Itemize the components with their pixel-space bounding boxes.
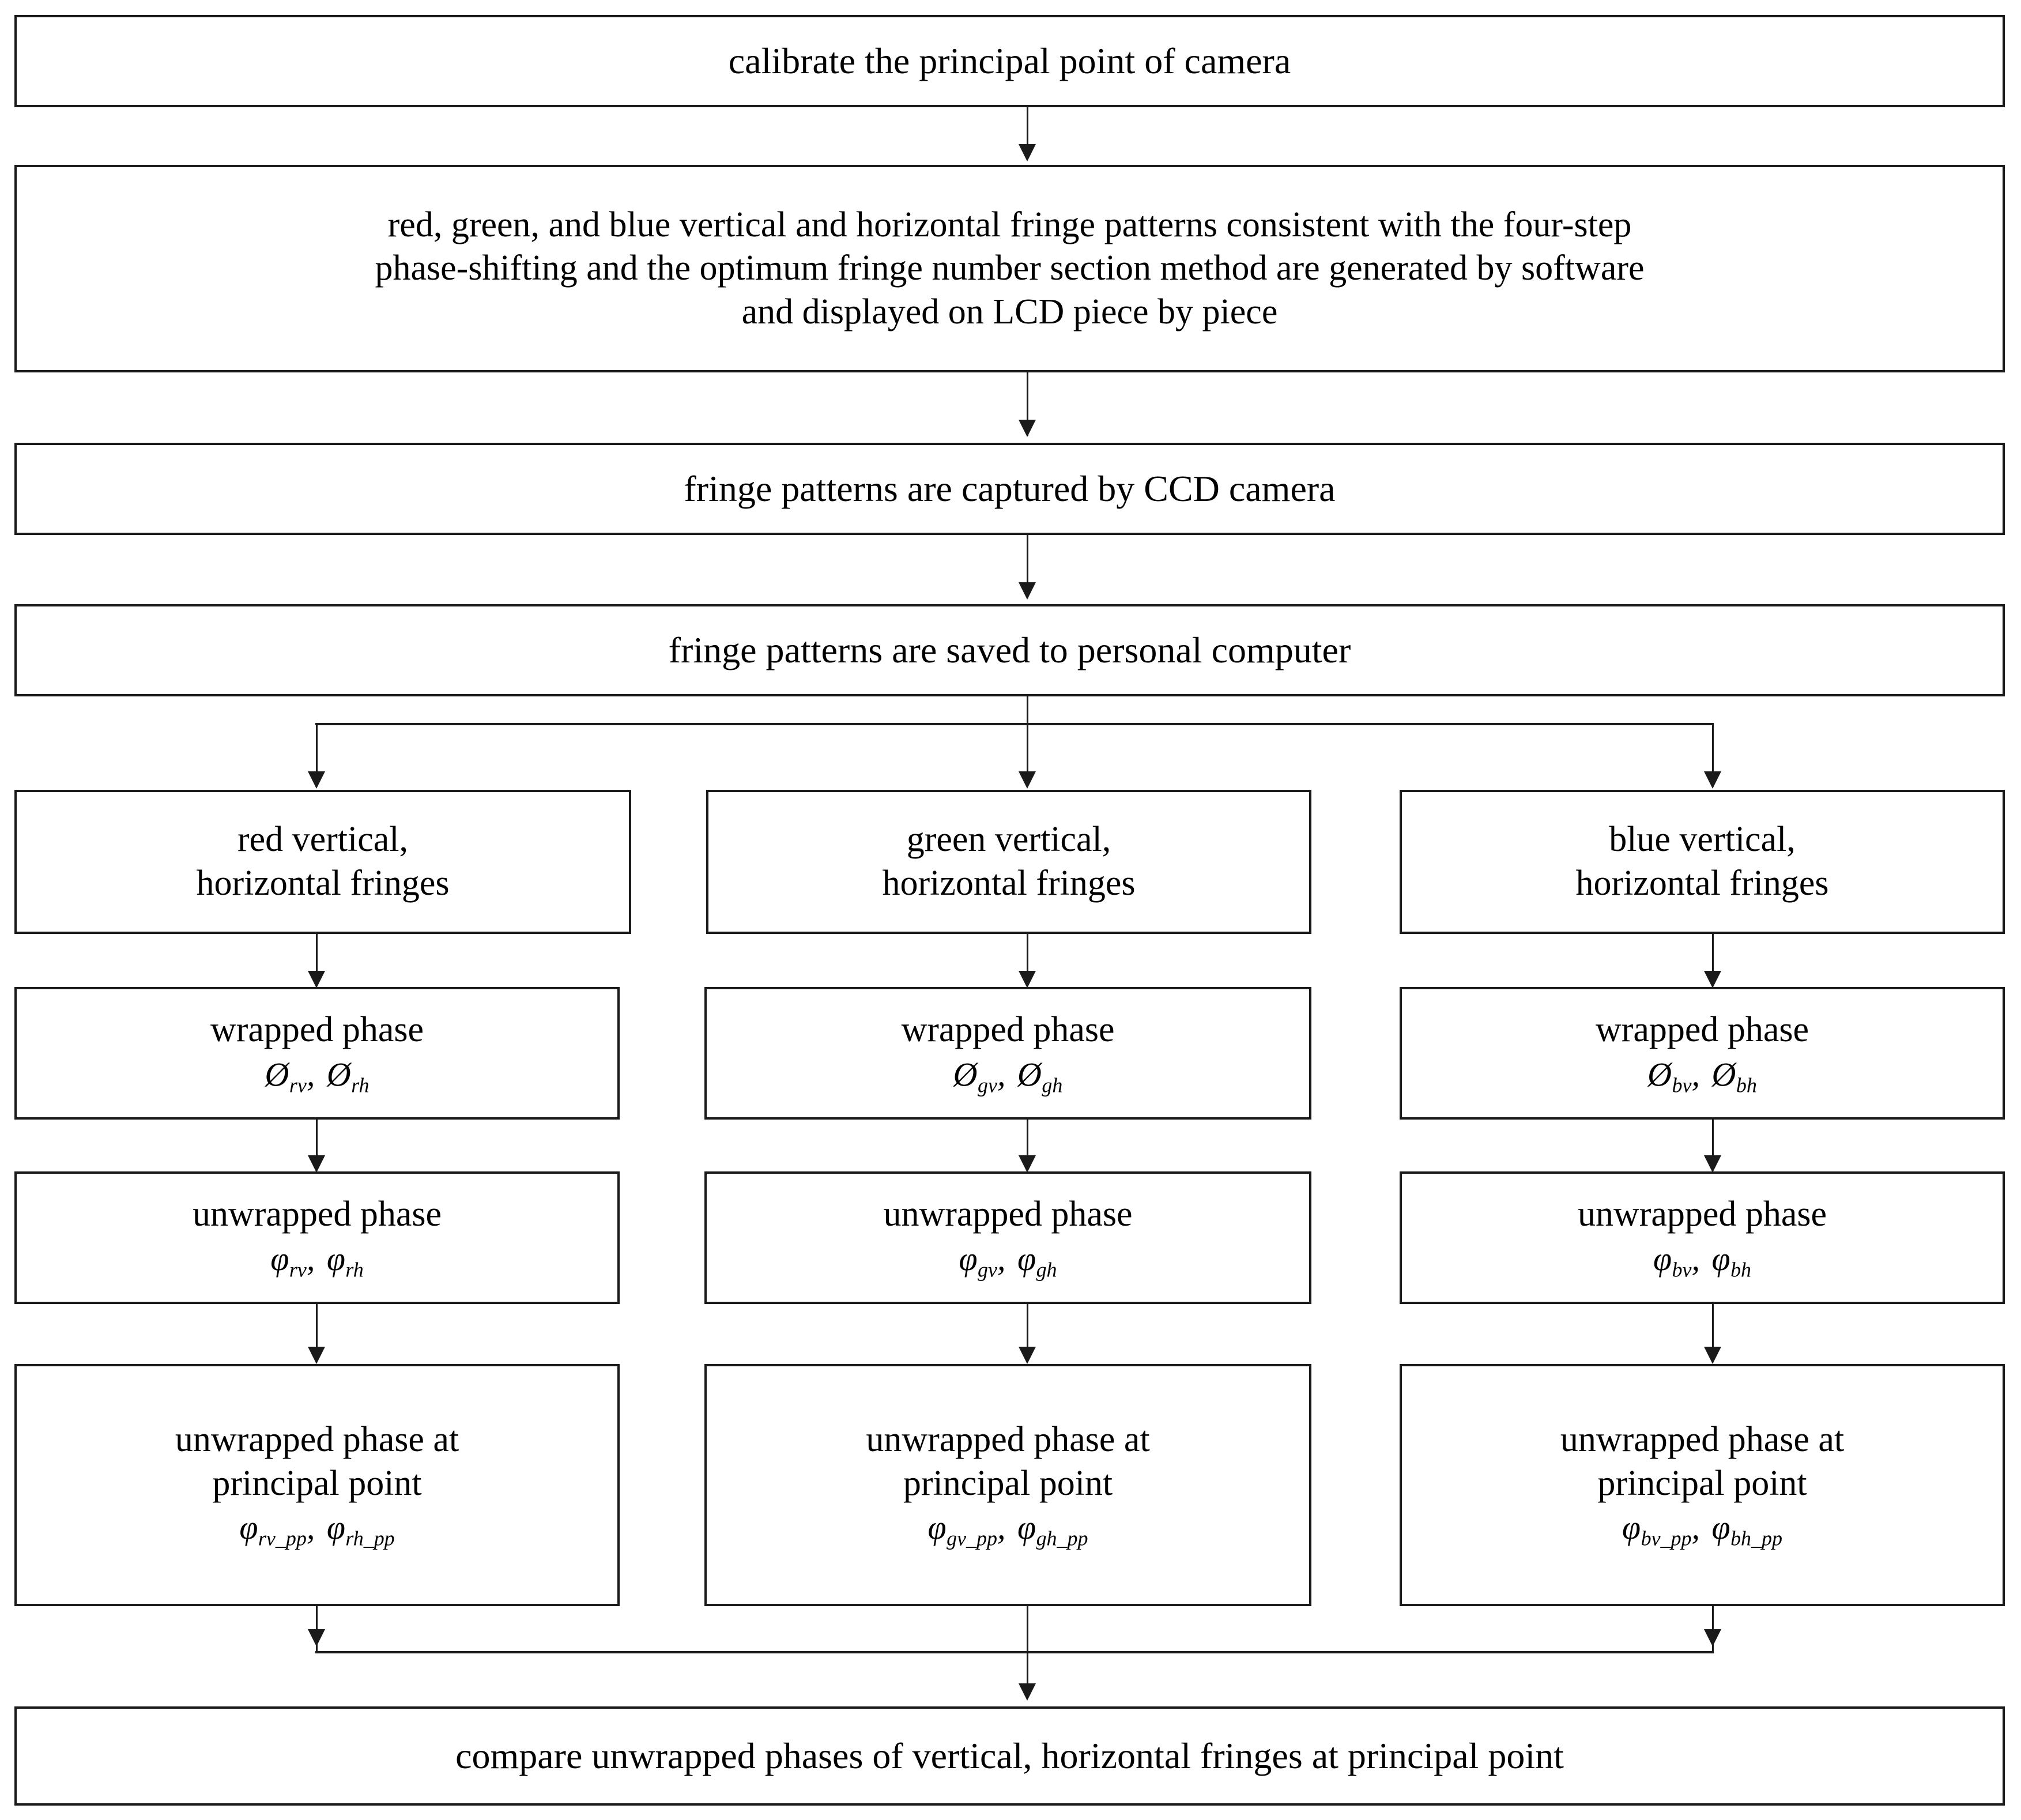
arrowhead-calibrate-to-generate [1019, 144, 1036, 161]
node-red-unwrapped-phase-symbols: φrv,φrh [270, 1239, 364, 1282]
arrowhead-bus-to-red-fringes [308, 771, 325, 789]
connector-capture-to-save [1027, 535, 1028, 598]
node-calibrate-text: calibrate the principal point of camera [728, 40, 1291, 81]
node-blue-fringes-line1: blue vertical, [1609, 820, 1796, 860]
node-green-fringes: green vertical, horizontal fringes [706, 790, 1311, 934]
node-red-fringes-line2: horizontal fringes [196, 864, 450, 903]
connector-blue-wrapped-to-unwrapped [1712, 1120, 1714, 1170]
connector-blue-unwrapped-to-pp [1712, 1304, 1714, 1362]
connector-blue-fringes-to-wrapped [1712, 934, 1714, 986]
node-blue-wrapped-phase-symbols: Øbv,Øbh [1647, 1055, 1757, 1097]
arrowhead-red-fringes-to-wrapped [308, 971, 325, 988]
node-red-unwrapped-phase-pp-line2: principal point [212, 1463, 422, 1503]
connector-calibrate-to-generate [1027, 107, 1028, 159]
node-compare-phases: compare unwrapped phases of vertical, ho… [14, 1706, 2005, 1806]
node-generate-patterns-line2: phase-shifting and the optimum fringe nu… [375, 248, 1645, 288]
node-red-unwrapped-phase-pp: unwrapped phase at principal point φrv_p… [14, 1364, 620, 1606]
arrowhead-bus-to-green-fringes [1019, 771, 1036, 789]
node-red-wrapped-phase-symbols: Ørv,Ørh [265, 1055, 369, 1097]
node-calibrate: calibrate the principal point of camera [14, 15, 2005, 107]
node-save-to-pc: fringe patterns are saved to personal co… [14, 604, 2005, 696]
arrowhead-capture-to-save [1019, 582, 1036, 600]
node-green-wrapped-phase: wrapped phase Øgv,Øgh [704, 987, 1311, 1120]
arrowhead-blue-pp-to-merge [1704, 1629, 1721, 1646]
node-green-fringes-line2: horizontal fringes [882, 864, 1136, 903]
connector-bus-to-blue-fringes [1712, 723, 1714, 786]
node-red-unwrapped-phase-pp-line1: unwrapped phase at [175, 1420, 459, 1460]
node-generate-patterns-line3: and displayed on LCD piece by piece [741, 292, 1278, 331]
connector-red-wrapped-to-unwrapped [316, 1120, 318, 1170]
connector-red-fringes-to-wrapped [316, 934, 318, 986]
arrowhead-green-unwrapped-to-pp [1019, 1347, 1036, 1364]
node-green-unwrapped-phase-pp-symbols: φgv_pp,φgh_pp [927, 1509, 1088, 1550]
connector-green-pp-to-compare [1027, 1606, 1028, 1698]
node-green-wrapped-phase-symbols: Øgv,Øgh [953, 1055, 1063, 1097]
arrowhead-generate-to-capture [1019, 420, 1036, 437]
node-blue-unwrapped-phase-label: unwrapped phase [1577, 1195, 1827, 1234]
node-red-wrapped-phase-label: wrapped phase [210, 1010, 424, 1049]
node-save-to-pc-text: fringe patterns are saved to personal co… [668, 629, 1351, 670]
node-green-unwrapped-phase-symbols: φgv,φgh [959, 1239, 1057, 1282]
node-blue-unwrapped-phase-symbols: φbv,φbh [1653, 1239, 1752, 1282]
node-blue-unwrapped-phase-pp-symbols: φbv_pp,φbh_pp [1622, 1509, 1782, 1550]
node-generate-patterns-line1: red, green, and blue vertical and horizo… [387, 205, 1632, 244]
node-red-wrapped-phase: wrapped phase Ørv,Ørh [14, 987, 620, 1120]
node-red-unwrapped-phase-pp-symbols: φrv_pp,φrh_pp [239, 1509, 395, 1550]
connector-green-wrapped-to-unwrapped [1027, 1120, 1028, 1170]
arrowhead-red-wrapped-to-unwrapped [308, 1155, 325, 1173]
arrowhead-red-pp-to-merge [308, 1629, 325, 1646]
node-capture-ccd: fringe patterns are captured by CCD came… [14, 443, 2005, 535]
arrowhead-red-unwrapped-to-pp [308, 1347, 325, 1364]
arrowhead-green-wrapped-to-unwrapped [1019, 1155, 1036, 1173]
connector-generate-to-capture [1027, 372, 1028, 436]
node-red-unwrapped-phase: unwrapped phase φrv,φrh [14, 1171, 620, 1304]
node-blue-fringes: blue vertical, horizontal fringes [1400, 790, 2005, 934]
node-blue-unwrapped-phase-pp-line2: principal point [1597, 1463, 1807, 1503]
node-generate-patterns: red, green, and blue vertical and horizo… [14, 165, 2005, 372]
arrowhead-blue-fringes-to-wrapped [1704, 971, 1721, 988]
node-blue-unwrapped-phase-pp: unwrapped phase at principal point φbv_p… [1400, 1364, 2005, 1606]
fanout-bus-horizontal [315, 723, 1714, 725]
node-compare-phases-text: compare unwrapped phases of vertical, ho… [455, 1735, 1564, 1776]
node-capture-ccd-text: fringe patterns are captured by CCD came… [684, 468, 1336, 509]
node-blue-wrapped-phase: wrapped phase Øbv,Øbh [1400, 987, 2005, 1120]
arrowhead-bus-to-blue-fringes [1704, 771, 1721, 789]
connector-bus-to-green-fringes [1027, 723, 1028, 786]
node-blue-fringes-line2: horizontal fringes [1575, 864, 1829, 903]
node-red-fringes: red vertical, horizontal fringes [14, 790, 631, 934]
node-red-fringes-line1: red vertical, [237, 820, 409, 860]
arrowhead-green-fringes-to-wrapped [1019, 971, 1036, 988]
node-blue-wrapped-phase-label: wrapped phase [1595, 1010, 1809, 1049]
arrowhead-blue-wrapped-to-unwrapped [1704, 1155, 1721, 1173]
node-green-unwrapped-phase-label: unwrapped phase [883, 1195, 1133, 1234]
node-green-unwrapped-phase-pp-line2: principal point [903, 1463, 1113, 1503]
arrowhead-merge-to-compare [1019, 1683, 1036, 1701]
connector-red-unwrapped-to-pp [316, 1304, 318, 1362]
connector-green-fringes-to-wrapped [1027, 934, 1028, 986]
node-green-unwrapped-phase: unwrapped phase φgv,φgh [704, 1171, 1311, 1304]
arrowhead-blue-unwrapped-to-pp [1704, 1347, 1721, 1364]
node-green-unwrapped-phase-pp-line1: unwrapped phase at [866, 1420, 1150, 1460]
node-green-wrapped-phase-label: wrapped phase [901, 1010, 1115, 1049]
connector-green-unwrapped-to-pp [1027, 1304, 1028, 1362]
connector-save-to-bus [1027, 696, 1028, 725]
node-blue-unwrapped-phase: unwrapped phase φbv,φbh [1400, 1171, 2005, 1304]
fanin-bus-horizontal [315, 1651, 1714, 1653]
node-red-unwrapped-phase-label: unwrapped phase [192, 1195, 442, 1234]
node-green-fringes-line1: green vertical, [906, 820, 1111, 860]
connector-bus-to-red-fringes [316, 723, 318, 786]
node-green-unwrapped-phase-pp: unwrapped phase at principal point φgv_p… [704, 1364, 1311, 1606]
node-blue-unwrapped-phase-pp-line1: unwrapped phase at [1560, 1420, 1845, 1460]
